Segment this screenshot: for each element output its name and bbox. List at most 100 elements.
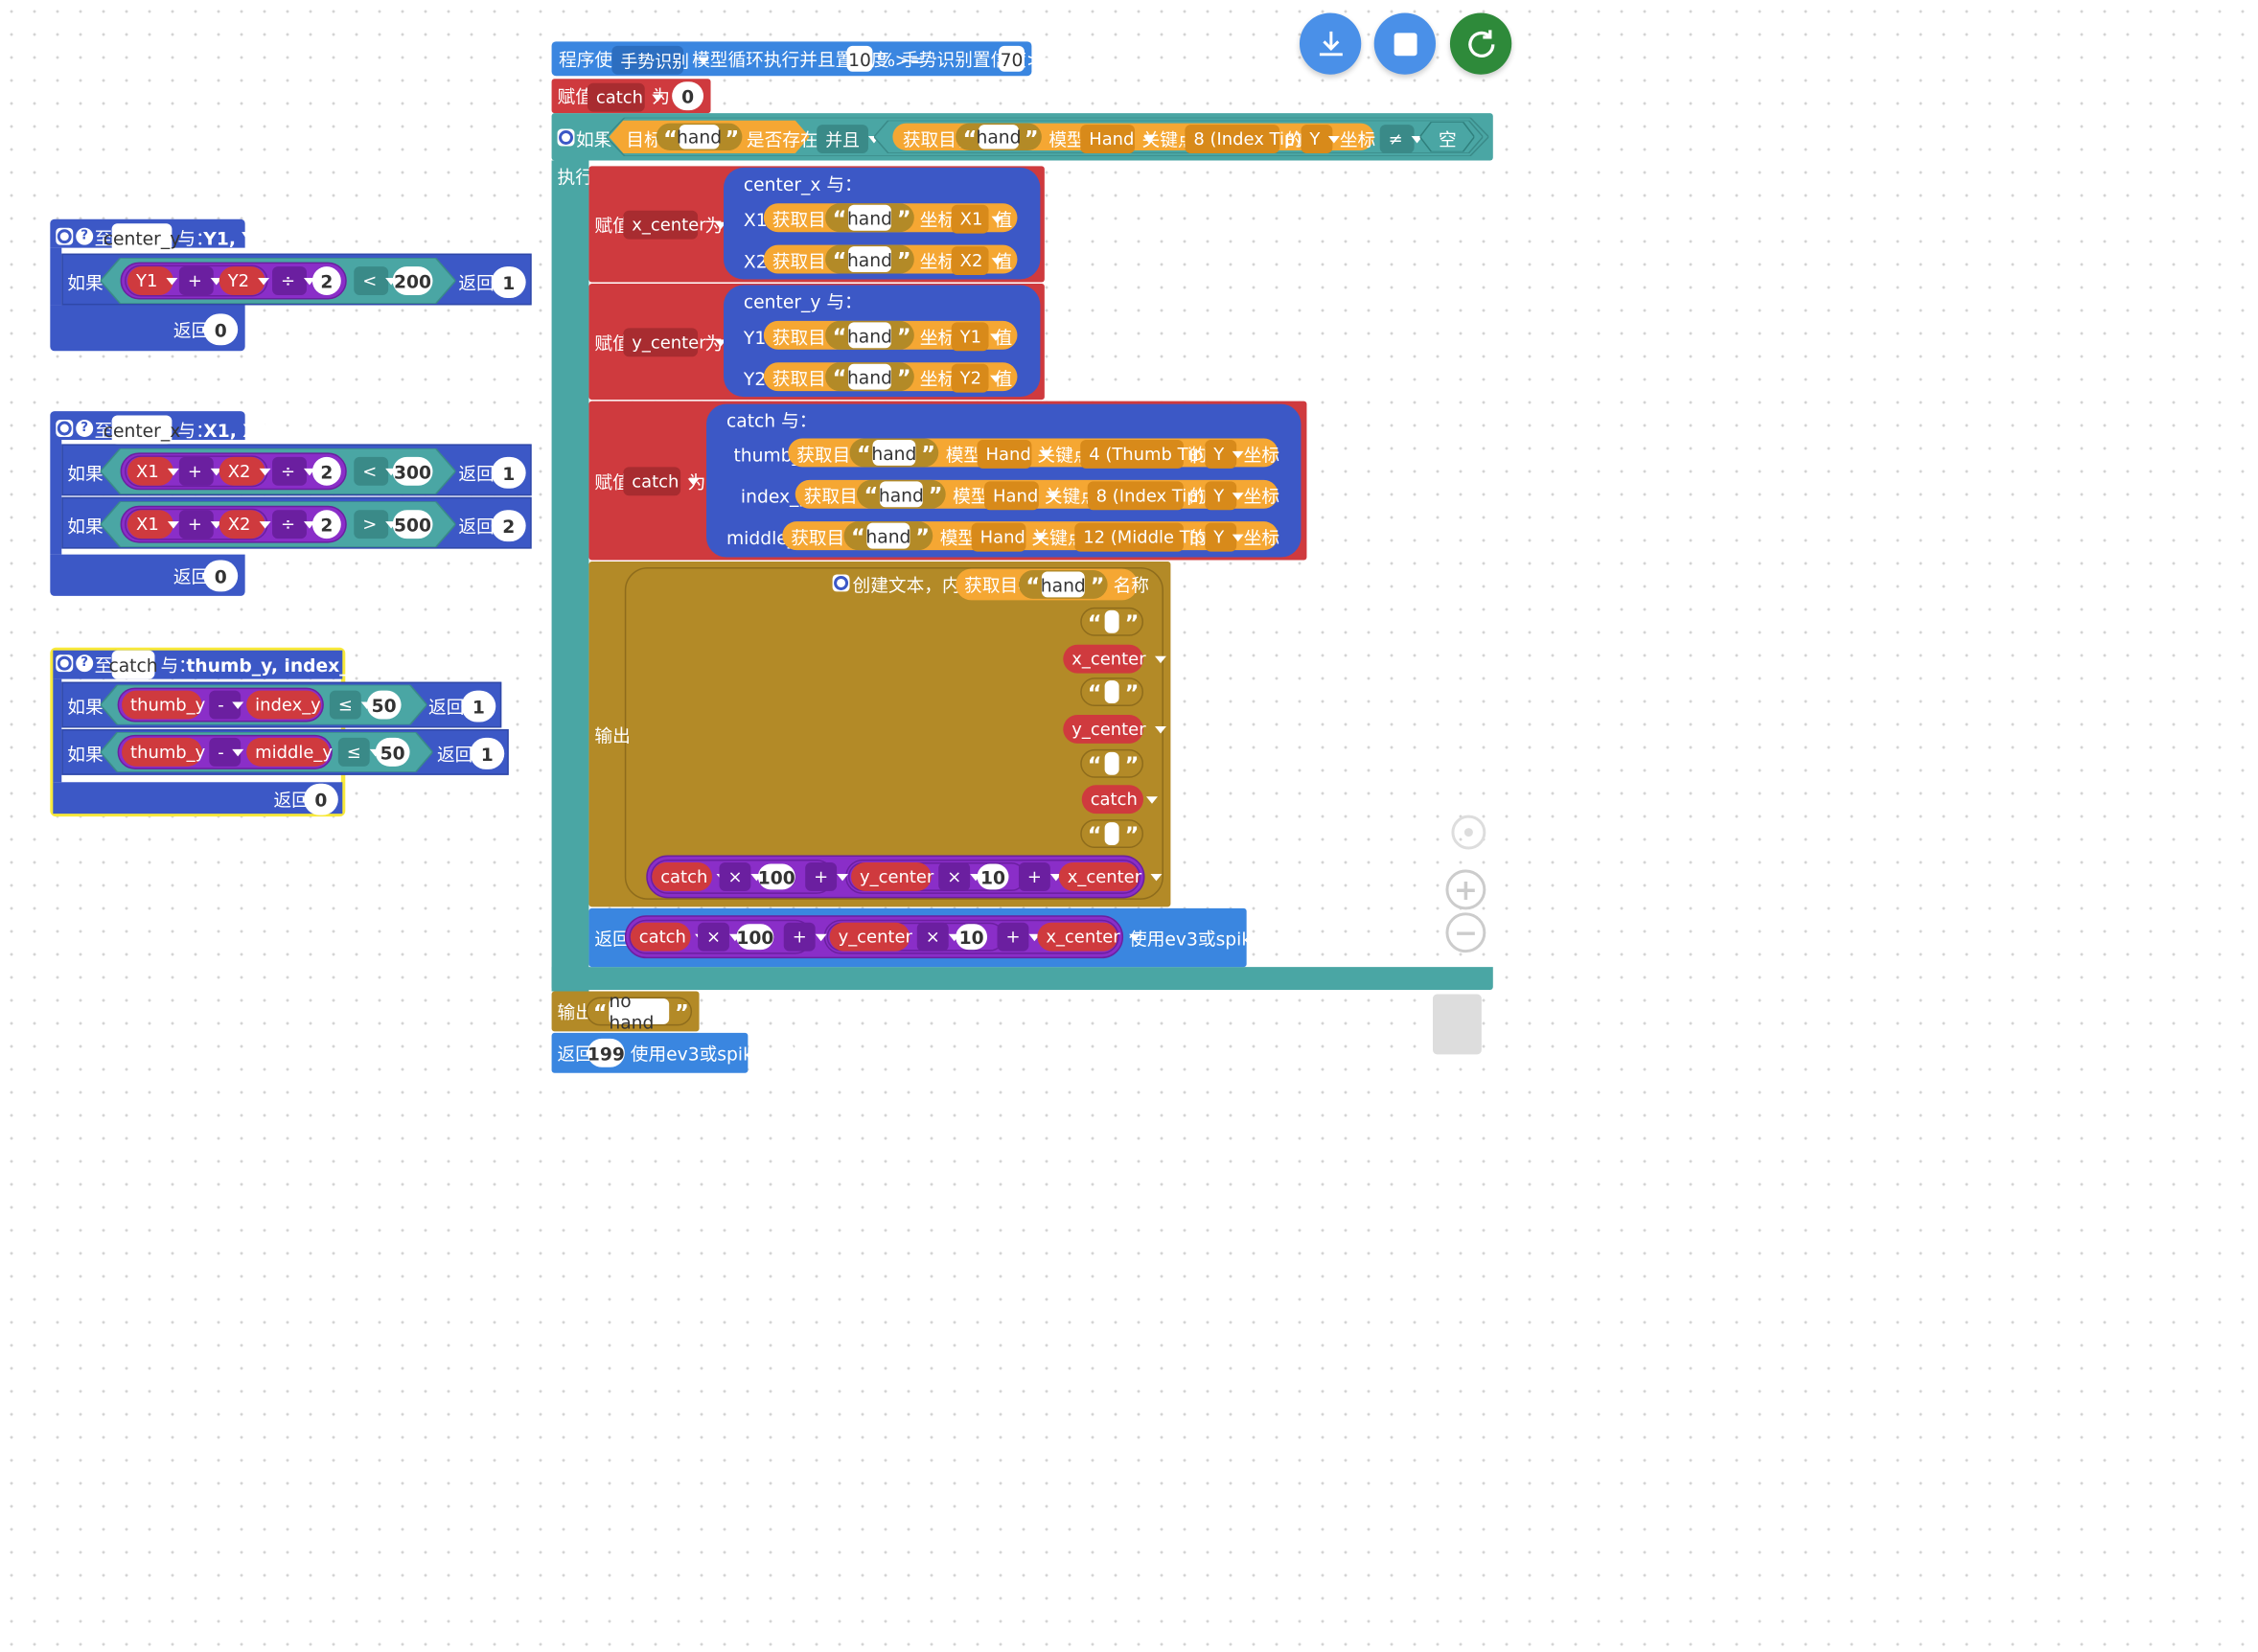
number-input[interactable]: 2 [311, 266, 341, 295]
var-dropdown[interactable]: catch [1081, 785, 1144, 815]
axis-dropdown[interactable]: Y [1205, 481, 1237, 511]
zoom-out-button[interactable]: − [1445, 912, 1486, 953]
number-input[interactable]: 10 [956, 924, 988, 951]
model-dropdown[interactable]: Hand [1080, 125, 1136, 153]
op-dropdown[interactable]: × [938, 861, 971, 891]
compare-dropdown[interactable]: ≤ [337, 737, 370, 767]
var-dropdown[interactable]: Y1 [127, 266, 173, 295]
compare-dropdown[interactable]: ≠ [1379, 125, 1415, 153]
text-input[interactable]: no hand [609, 990, 670, 1033]
number-input[interactable]: 199 [588, 1038, 625, 1067]
keypoint-dropdown[interactable]: 12 (Middle Tip) [1074, 522, 1211, 552]
op-dropdown[interactable]: + [178, 266, 214, 295]
gear-icon[interactable] [56, 227, 74, 245]
return-199-block[interactable] [551, 1032, 749, 1073]
number-input[interactable]: 500 [392, 510, 433, 539]
number-input[interactable]: 50 [375, 737, 410, 767]
trash-icon[interactable] [1433, 994, 1482, 1055]
var-dropdown[interactable]: X1 [127, 456, 173, 486]
target-text-input[interactable]: hand [1041, 571, 1086, 598]
var-dropdown[interactable]: Y2 [219, 266, 265, 295]
var-dropdown[interactable]: y_center [829, 922, 912, 952]
var-dropdown[interactable]: y_center [851, 861, 933, 891]
number-input[interactable]: 200 [392, 266, 433, 295]
target-text-input[interactable]: hand [847, 246, 892, 273]
var-dropdown[interactable]: x_center [1037, 922, 1120, 952]
var-dropdown[interactable]: catch [652, 861, 713, 891]
var-dropdown[interactable]: middle_y [246, 737, 333, 767]
mode-dropdown[interactable]: 手势识别 [611, 45, 689, 75]
target-text-input[interactable]: hand [847, 204, 892, 231]
target-text-input[interactable]: hand [847, 363, 892, 390]
number-input[interactable]: 300 [392, 456, 433, 486]
number-input[interactable]: 0 [203, 313, 239, 346]
target-text-input[interactable]: hand [865, 522, 910, 549]
restart-button[interactable] [1449, 12, 1512, 75]
target-text-input[interactable]: hand [677, 125, 723, 149]
stop-button[interactable] [1373, 12, 1436, 75]
var-dropdown[interactable]: thumb_y [122, 690, 205, 720]
number-input[interactable]: 2 [491, 510, 526, 542]
coord-dropdown[interactable]: X1 [951, 204, 989, 234]
number-input[interactable]: 100 [758, 863, 795, 890]
var-dropdown[interactable]: catch [587, 82, 645, 112]
compare-dropdown[interactable]: < [354, 266, 389, 295]
number-input[interactable]: 0 [303, 783, 338, 815]
var-dropdown[interactable]: thumb_y [122, 737, 205, 767]
number-input[interactable]: 1 [491, 266, 526, 298]
separator-input[interactable] [1104, 609, 1119, 633]
coord-dropdown[interactable]: Y1 [951, 322, 989, 352]
var-dropdown[interactable]: x_center [1063, 644, 1146, 674]
gear-icon[interactable] [832, 574, 850, 592]
download-button[interactable] [1299, 12, 1362, 75]
var-dropdown[interactable]: y_center [1063, 715, 1146, 744]
var-dropdown[interactable]: catch [630, 922, 691, 952]
axis-dropdown[interactable]: Y [1205, 522, 1237, 552]
model-dropdown[interactable]: Hand [971, 522, 1026, 552]
number-input[interactable]: 50 [366, 690, 402, 720]
number-input[interactable]: 1 [491, 456, 526, 489]
coord-dropdown[interactable]: Y2 [951, 363, 989, 393]
separator-input[interactable] [1104, 680, 1119, 704]
target-text-input[interactable]: hand [879, 481, 924, 508]
number-input[interactable]: 2 [311, 510, 341, 539]
number-input[interactable]: 1 [470, 737, 505, 769]
var-dropdown[interactable]: catch [623, 467, 681, 496]
var-dropdown[interactable]: X2 [219, 510, 265, 539]
target-text-input[interactable]: hand [976, 125, 1022, 149]
coord-dropdown[interactable]: X2 [951, 246, 989, 276]
compare-dropdown[interactable]: > [354, 510, 389, 539]
number-input[interactable]: 1 [461, 690, 496, 723]
function-name-field[interactable]: center_y [104, 223, 180, 253]
op-dropdown[interactable]: + [1018, 861, 1050, 891]
keypoint-dropdown[interactable]: 8 (Index Tip) [1087, 481, 1205, 511]
zoom-in-button[interactable]: + [1445, 869, 1486, 910]
op-dropdown[interactable]: + [805, 861, 838, 891]
separator-input[interactable] [1104, 751, 1119, 775]
model-dropdown[interactable]: Hand [984, 481, 1039, 511]
op-dropdown[interactable]: × [719, 861, 751, 891]
op-dropdown[interactable]: + [178, 510, 214, 539]
var-dropdown[interactable]: X1 [127, 510, 173, 539]
compare-dropdown[interactable]: ≤ [329, 690, 361, 720]
var-dropdown[interactable]: X2 [219, 456, 265, 486]
help-icon[interactable]: ? [76, 420, 94, 437]
number-input[interactable]: 0 [672, 81, 704, 111]
op-dropdown[interactable]: - [209, 690, 242, 720]
number-input[interactable]: 10 [977, 863, 1009, 890]
gear-icon[interactable] [56, 654, 74, 673]
op-dropdown[interactable]: + [178, 456, 214, 486]
compare-dropdown[interactable]: < [354, 456, 389, 486]
help-icon[interactable]: ? [76, 654, 94, 673]
op-dropdown[interactable]: - [209, 737, 242, 767]
var-dropdown[interactable]: x_center [623, 210, 706, 240]
gear-icon[interactable] [557, 128, 575, 147]
op-dropdown[interactable]: ÷ [272, 266, 307, 295]
op-dropdown[interactable]: ÷ [272, 510, 307, 539]
help-icon[interactable]: ? [76, 227, 94, 245]
function-name-field[interactable]: center_x [104, 415, 180, 445]
op-dropdown[interactable]: × [916, 922, 949, 952]
var-dropdown[interactable]: y_center [623, 328, 706, 357]
target-text-input[interactable]: hand [847, 322, 892, 349]
